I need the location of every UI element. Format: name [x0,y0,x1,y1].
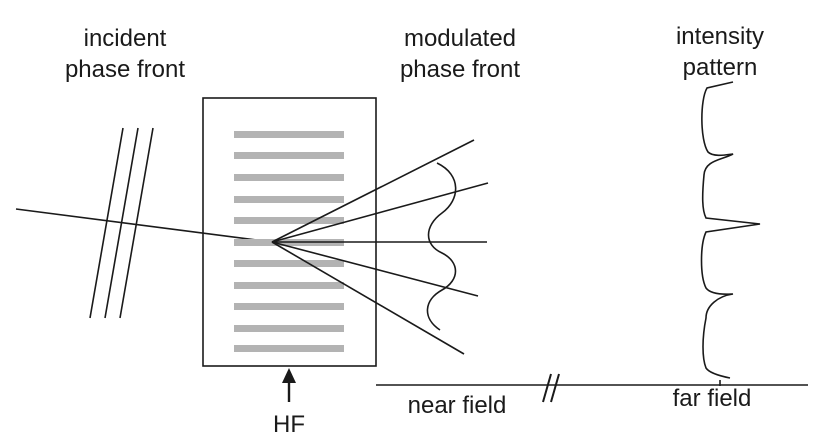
grating-bar [234,303,344,310]
grating-box [202,97,377,367]
modulated-phase-front [426,162,457,331]
incident-wavefront-line [119,127,154,319]
intensity-label-line2: pattern [683,54,758,81]
hf-arrow-head [282,368,296,383]
incident-label-line1: incident [84,25,167,52]
grating-bar [234,217,344,224]
grating-bar [234,260,344,267]
diffracted-ray [271,139,475,243]
grating-bar [234,152,344,159]
grating-bar [234,325,344,332]
incident-label-line2: phase front [65,56,185,83]
grating-bar [234,345,344,352]
near-field-label: near field [408,392,507,419]
diffracted-ray [271,182,489,243]
intensity-pattern [700,81,761,379]
incident-ray [15,208,273,243]
incident-wavefront-line [89,127,124,319]
grating-bar [234,196,344,203]
grating-bar [234,174,344,181]
modulated-label-line2: phase front [400,56,520,83]
grating-bar [234,282,344,289]
intensity-label-line1: intensity [676,23,764,50]
hf-label: HF [273,411,305,438]
axis-break-mark [550,373,560,403]
diffracted-ray [271,241,465,355]
axis-break-mark [542,373,552,403]
modulated-label-line1: modulated [404,25,516,52]
diffracted-ray [271,241,479,297]
grating-bar [234,131,344,138]
far-field-label: far field [673,385,752,412]
